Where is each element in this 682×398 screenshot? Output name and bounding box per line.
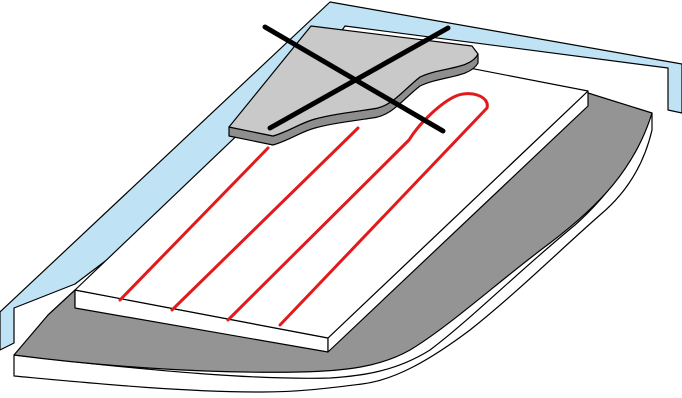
- cross-stroke-2: [267, 25, 451, 131]
- wall-strip: [0, 1, 682, 351]
- heating-pipe-loop: [118, 92, 489, 327]
- base-slab: [13, 112, 653, 393]
- screed-layer: [13, 92, 653, 373]
- prohibited-cross-mark: [262, 24, 451, 134]
